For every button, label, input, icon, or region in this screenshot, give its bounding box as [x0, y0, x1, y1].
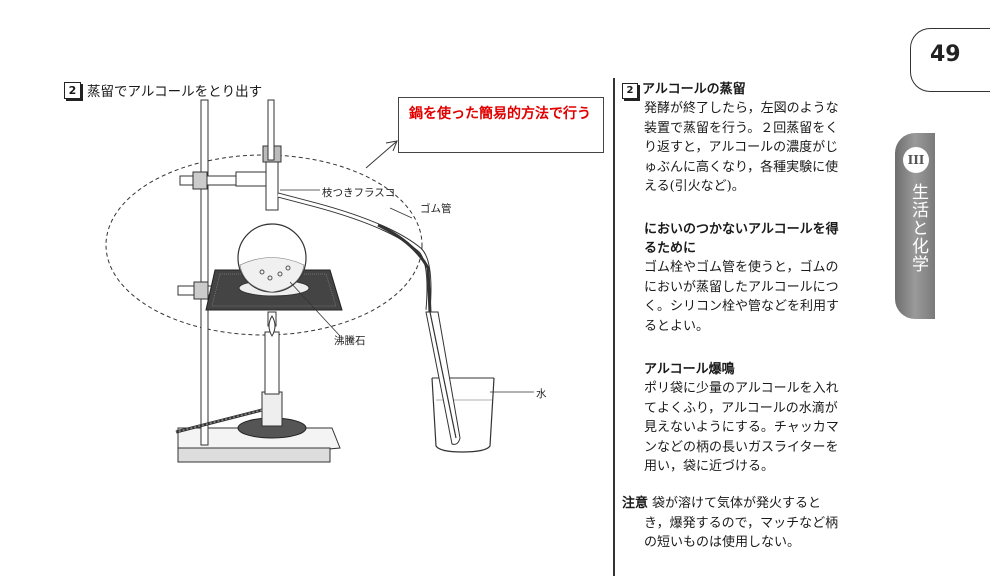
- stand-rod: [200, 99, 209, 446]
- chapter-tab-text: 生活と化学: [908, 183, 928, 273]
- column-divider: [613, 78, 615, 576]
- test-tube: [425, 311, 461, 445]
- section-title: 蒸留でアルコールをとり出す: [87, 84, 263, 100]
- chapter-number-badge: III: [903, 147, 929, 173]
- distillation-body: 発酵が終了したら，左図のような 装置で蒸留を行う。２回蒸留をく り返すと，アルコ…: [644, 101, 839, 194]
- odorless-alcohol-title: においのつかないアルコールを得 るために: [644, 222, 839, 256]
- distillation-apparatus-illustration: [105, 99, 534, 463]
- dashed-highlight-ellipse: [105, 154, 423, 336]
- odorless-alcohol-section: においのつかないアルコールを得 るために ゴム栓やゴム管を使うと，ゴムの におい…: [622, 220, 872, 336]
- section-number-badge: 2: [64, 81, 81, 99]
- gas-burner: [175, 315, 307, 439]
- alcohol-explosion-section: アルコール爆鳴 ポリ袋に少量のアルコールを入れ てよくふり，アルコールの水滴が …: [622, 360, 872, 477]
- alcohol-explosion-body: ポリ袋に少量のアルコールを入れ てよくふり，アルコールの水滴が 見えないようにす…: [644, 381, 839, 474]
- warning-label: 注意: [622, 496, 649, 511]
- alcohol-explosion-title: アルコール爆鳴: [644, 362, 735, 377]
- upper-clamp: [179, 171, 277, 190]
- water-label: 水: [536, 388, 547, 400]
- rubber-tube-label: ゴム管: [420, 203, 452, 215]
- boiling-stone-label: 沸騰石: [334, 335, 366, 347]
- flask-label: 枝つきフラスコ: [322, 187, 396, 199]
- page-number-frame: [910, 28, 990, 92]
- annotation-callout: 鍋を使った簡易的方法で行う: [398, 97, 604, 153]
- odorless-alcohol-body: ゴム栓やゴム管を使うと，ゴムの においが蒸留したアルコールにつ く。シリコン栓や…: [644, 260, 840, 334]
- left-section-header: 2 蒸留でアルコールをとり出す: [64, 80, 262, 100]
- distilling-flask: [237, 99, 307, 293]
- page-number: 49: [930, 42, 961, 67]
- warning-note: 注意袋が溶けて気体が発火すると き，爆発するので，マッチなど柄 の短いものは使用…: [622, 496, 839, 550]
